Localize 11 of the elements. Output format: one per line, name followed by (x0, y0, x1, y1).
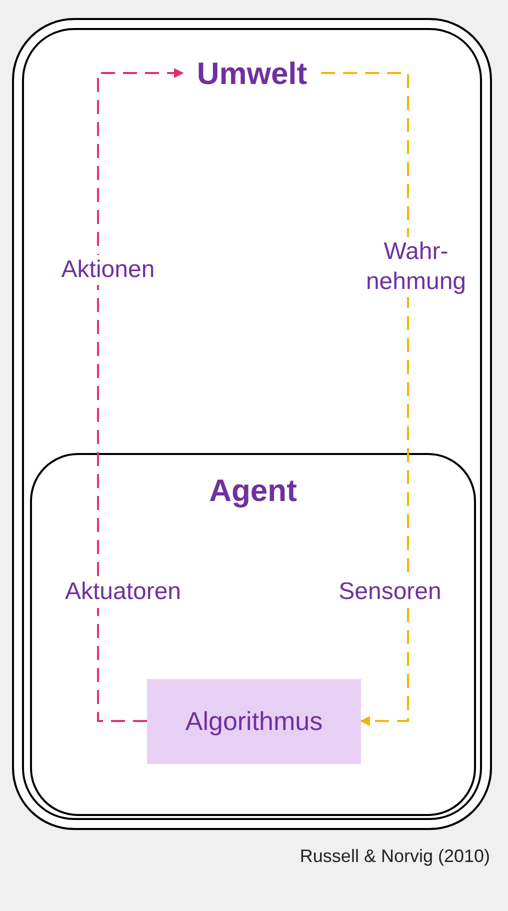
process-box: Algorithmus (147, 679, 361, 764)
outer-rounded-frame (12, 18, 492, 830)
frame-title: Umwelt (196, 56, 308, 92)
dashed-arrow (360, 608, 409, 726)
dashed-line (97, 608, 147, 722)
text-label: Aktuatoren (44, 576, 202, 608)
text-label: Sensoren (318, 576, 462, 608)
dashed-arrow (97, 68, 184, 576)
inner-rounded-frame (30, 453, 476, 816)
frame-title: Agent (208, 473, 298, 509)
source-caption: Russell & Norvig (2010) (300, 846, 490, 867)
